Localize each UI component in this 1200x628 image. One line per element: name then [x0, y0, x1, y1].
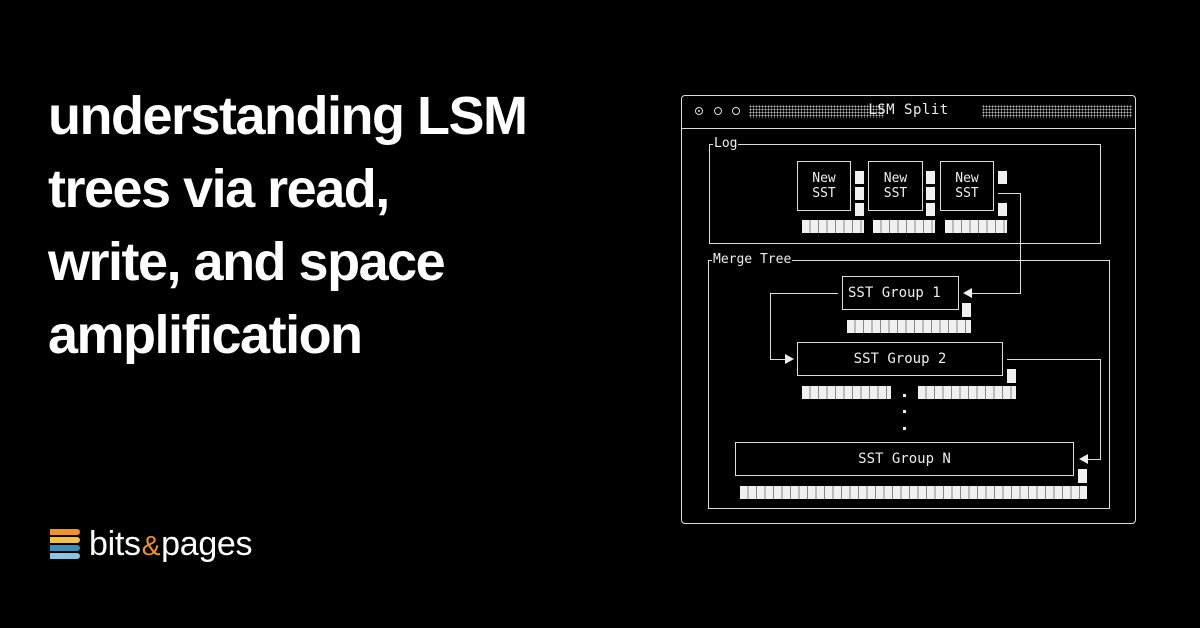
group-2-block-bar — [802, 386, 891, 399]
group-cell — [1078, 469, 1087, 483]
arrow-left-icon — [963, 288, 972, 298]
flush-connector — [998, 193, 1020, 194]
sst-group-1-box: SST Group 1 — [842, 276, 959, 310]
group-1-block-bar — [847, 320, 971, 333]
terminal-window: LSM Split — [681, 95, 1136, 524]
ellipsis-dot — [903, 394, 906, 397]
brand-logo: bits&pages — [50, 524, 253, 563]
arrow-right-icon — [785, 354, 794, 364]
flush-connector — [972, 293, 1021, 294]
log-cell — [926, 203, 935, 216]
group-n-block-bar — [740, 486, 1087, 499]
titlebar-hatch-left — [749, 105, 884, 118]
log-frame: Log — [709, 136, 1101, 244]
titlebar-hatch-right — [982, 105, 1132, 118]
headline: understanding LSM trees via read, write,… — [48, 80, 648, 372]
sst-group-2-box: SST Group 2 — [797, 342, 1003, 376]
stacked-pages-icon — [50, 529, 80, 559]
compaction-connector — [770, 293, 838, 294]
log-cell — [855, 171, 864, 184]
log-cell — [855, 187, 864, 200]
compaction-connector — [770, 359, 786, 360]
compaction-connector — [1100, 359, 1101, 459]
log-cell — [926, 171, 935, 184]
log-block-bar — [873, 220, 935, 233]
group-2-block-bar — [918, 386, 1016, 399]
window-title: LSM Split — [868, 102, 949, 118]
ellipsis-dot — [903, 427, 906, 430]
log-label: Log — [713, 136, 739, 152]
window-titlebar: LSM Split — [682, 96, 1135, 129]
ellipsis-dot — [903, 410, 906, 413]
compaction-connector — [1007, 359, 1101, 360]
log-block-bar — [802, 220, 864, 233]
flush-connector — [1020, 193, 1021, 293]
headline-line-3: write, and space — [48, 232, 446, 292]
sst-group-n-box: SST Group N — [735, 442, 1074, 476]
window-control-icon[interactable] — [714, 107, 722, 115]
log-block-bar — [945, 220, 1007, 233]
group-cell — [1007, 369, 1016, 383]
log-cell — [998, 203, 1007, 216]
merge-tree-frame: Merge Tree — [708, 252, 1110, 509]
compaction-connector — [770, 293, 771, 359]
log-cell — [855, 203, 864, 216]
merge-tree-label: Merge Tree — [712, 252, 793, 268]
group-cell — [962, 303, 971, 317]
window-control-icon[interactable] — [732, 107, 740, 115]
compaction-connector — [1088, 459, 1101, 460]
headline-line-1: understanding LSM — [48, 86, 528, 146]
brand-ampersand: & — [141, 529, 161, 561]
log-cell — [926, 187, 935, 200]
arrow-left-icon — [1079, 454, 1088, 464]
brand-wordmark: bits&pages — [89, 524, 253, 563]
window-control-active-icon[interactable] — [695, 107, 703, 115]
headline-line-4: amplification — [48, 305, 363, 365]
headline-line-2: trees via read, — [48, 159, 390, 219]
log-cell — [998, 171, 1007, 184]
